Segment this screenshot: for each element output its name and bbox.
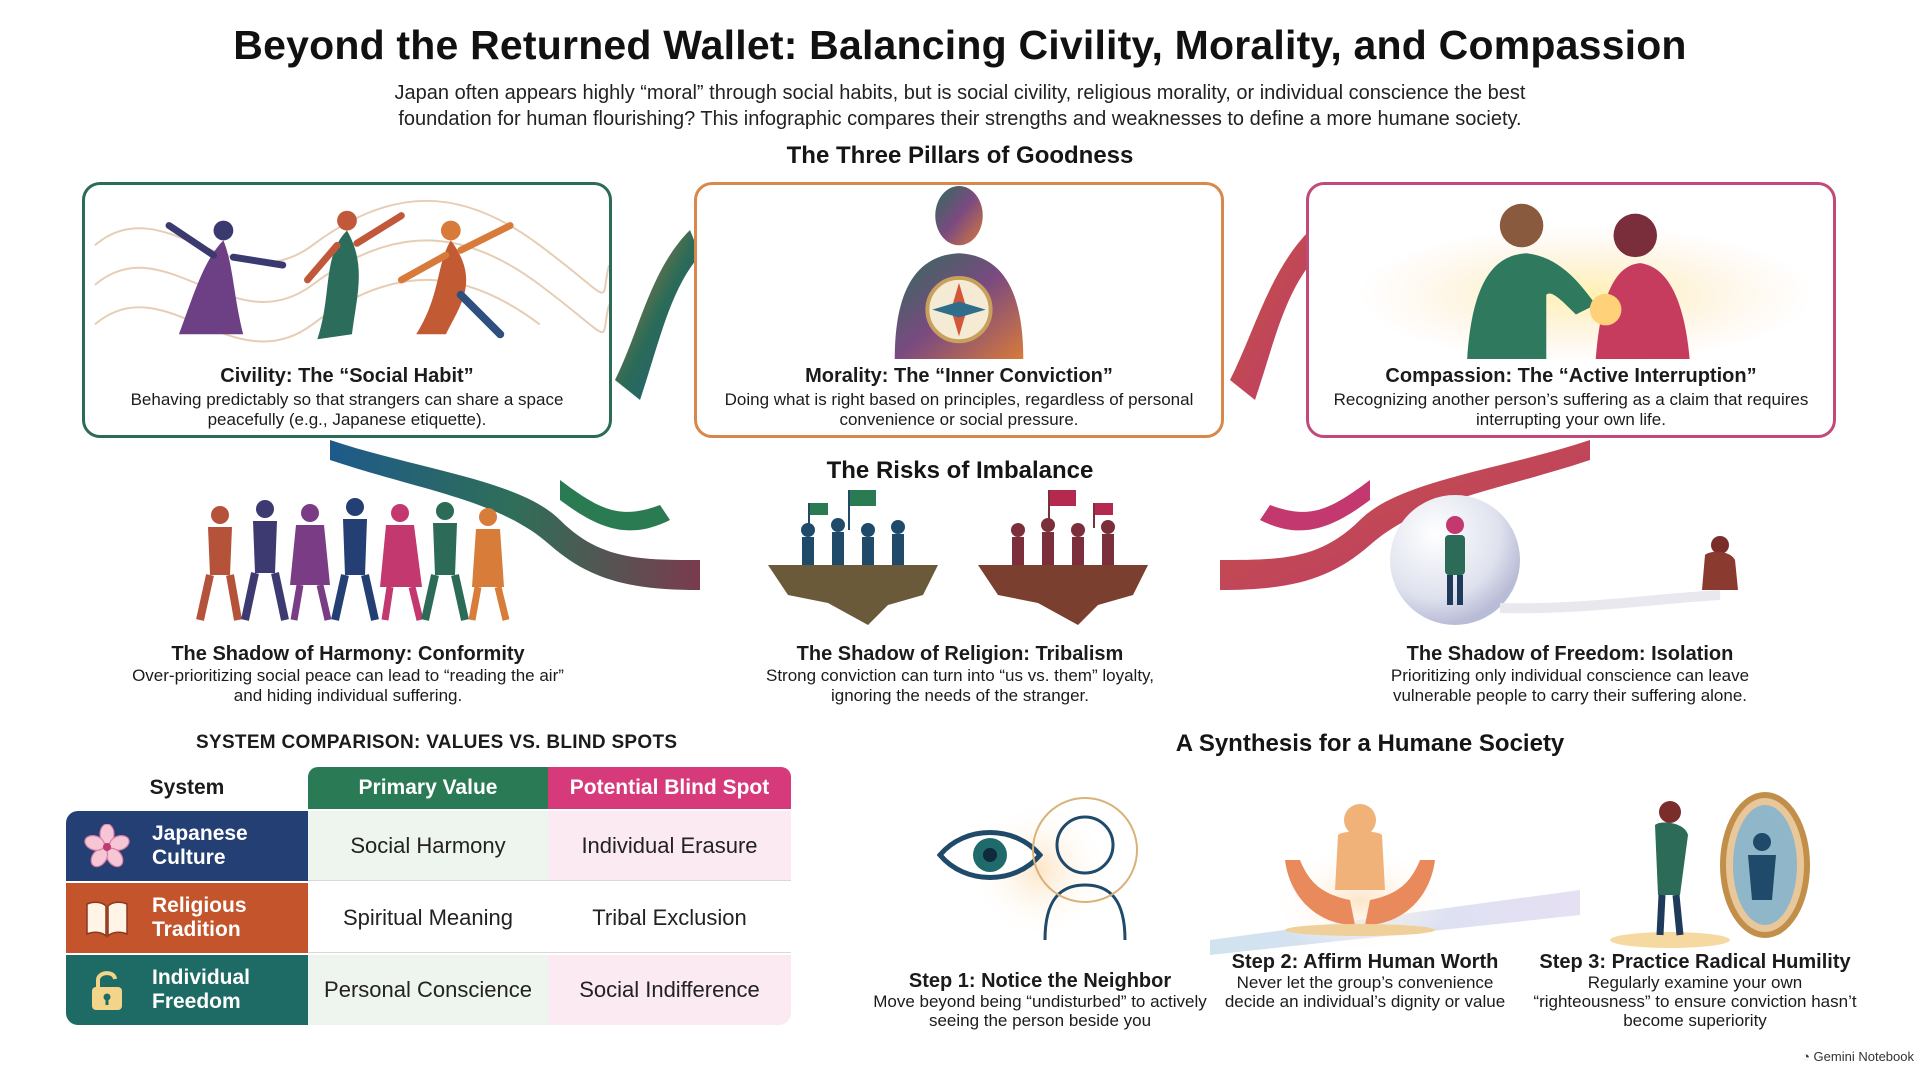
compass-heart-figure-icon (894, 185, 1024, 360)
step-title: Step 2: Affirm Human Worth (1231, 951, 1499, 973)
system-row-religious-tradition: Religious Tradition (66, 883, 308, 953)
step-description: Regularly examine your own “righteousnes… (1533, 973, 1857, 1030)
pillars-heading: The Three Pillars of Goodness (786, 142, 1134, 169)
eye-and-person-icon (936, 797, 1138, 941)
comforting-embrace-icon (1358, 203, 1814, 360)
isolation-bubble-icon (1390, 495, 1738, 625)
primary-value-cell: Spiritual Meaning (308, 883, 548, 953)
synthesis-step-1: Step 1: Notice the Neighbor Move beyond … (870, 970, 1210, 1030)
pillar-description: Doing what is right based on principles,… (724, 390, 1194, 429)
synthesis-step-3: Step 3: Practice Radical Humility Regula… (1530, 951, 1860, 1030)
step-description: Never let the group’s convenience decide… (1224, 973, 1506, 1011)
blind-spot-cell: Individual Erasure (548, 811, 791, 881)
flowing-ribbons-decoration (330, 230, 1590, 590)
book-icon (86, 901, 128, 938)
system-name: Individual Freedom (152, 966, 251, 1013)
pillar-card-civility: Civility: The “Social Habit” Behaving pr… (82, 182, 612, 438)
risk-title: The Shadow of Religion: Tribalism (796, 643, 1124, 665)
footer-brand: ◔ Gemini Notebook (1802, 1049, 1914, 1064)
cherry-blossom-icon (84, 824, 130, 868)
cupped-hands-icon (1270, 804, 1450, 955)
page-subtitle: Japan often appears highly “moral” throu… (394, 82, 1526, 130)
pillar-card-compassion: Compassion: The “Active Interruption” Re… (1306, 182, 1836, 438)
risk-tribalism: The Shadow of Religion: Tribalism Strong… (740, 643, 1180, 706)
risk-isolation: The Shadow of Freedom: Isolation Priorit… (1350, 643, 1790, 706)
pillar-description: Behaving predictably so that strangers c… (130, 390, 564, 429)
pillar-title: Morality: The “Inner Conviction” (805, 365, 1113, 387)
risk-conformity: The Shadow of Harmony: Conformity Over-p… (128, 643, 568, 706)
pillar-card-morality: Morality: The “Inner Conviction” Doing w… (694, 182, 1224, 438)
step-title: Step 1: Notice the Neighbor (908, 970, 1172, 992)
risk-description: Prioritizing only individual conscience … (1390, 666, 1750, 705)
risk-description: Over-prioritizing social peace can lead … (132, 666, 564, 705)
column-header-blind-spot: Potential Blind Spot (548, 767, 791, 809)
synthesis-step-2: Step 2: Affirm Human Worth Never let the… (1210, 951, 1520, 1011)
risks-heading: The Risks of Imbalance (826, 457, 1094, 484)
primary-value-cell: Social Harmony (308, 811, 548, 881)
blind-spot-cell: Tribal Exclusion (548, 883, 791, 953)
footer-brand-text: Gemini Notebook (1813, 1049, 1914, 1064)
system-row-individual-freedom: Individual Freedom (66, 955, 308, 1025)
dancing-figures-icon (94, 199, 609, 343)
divided-groups-on-cliffs-icon (768, 490, 1148, 625)
risk-description: Strong conviction can turn into “us vs. … (765, 666, 1155, 705)
system-row-japanese-culture: Japanese Culture (66, 811, 308, 881)
risk-title: The Shadow of Freedom: Isolation (1406, 643, 1734, 665)
column-header-system: System (149, 776, 225, 799)
step-title: Step 3: Practice Radical Humility (1539, 951, 1851, 973)
gemini-logo-icon: ◔ (1802, 1049, 1814, 1064)
column-header-primary-value: Primary Value (308, 767, 548, 809)
pillar-description: Recognizing another person’s suffering a… (1333, 390, 1809, 429)
marching-crowd-icon (196, 498, 510, 621)
system-name: Japanese Culture (152, 822, 248, 869)
unlocked-padlock-icon (92, 971, 122, 1010)
step-description: Move beyond being “undisturbed” to activ… (873, 992, 1207, 1030)
system-name: Religious Tradition (152, 894, 247, 941)
pillar-title: Compassion: The “Active Interruption” (1385, 365, 1757, 387)
pillar-title: Civility: The “Social Habit” (220, 365, 474, 387)
mirror-reflection-icon (1610, 792, 1810, 948)
risk-title: The Shadow of Harmony: Conformity (171, 643, 525, 665)
page-title: Beyond the Returned Wallet: Balancing Ci… (233, 22, 1687, 68)
blind-spot-cell: Social Indifference (548, 955, 791, 1025)
synthesis-illustrations (936, 792, 1810, 955)
synthesis-heading: A Synthesis for a Humane Society (1175, 730, 1565, 757)
primary-value-cell: Personal Conscience (308, 955, 548, 1025)
comparison-title: SYSTEM COMPARISON: VALUES VS. BLIND SPOT… (196, 732, 678, 753)
